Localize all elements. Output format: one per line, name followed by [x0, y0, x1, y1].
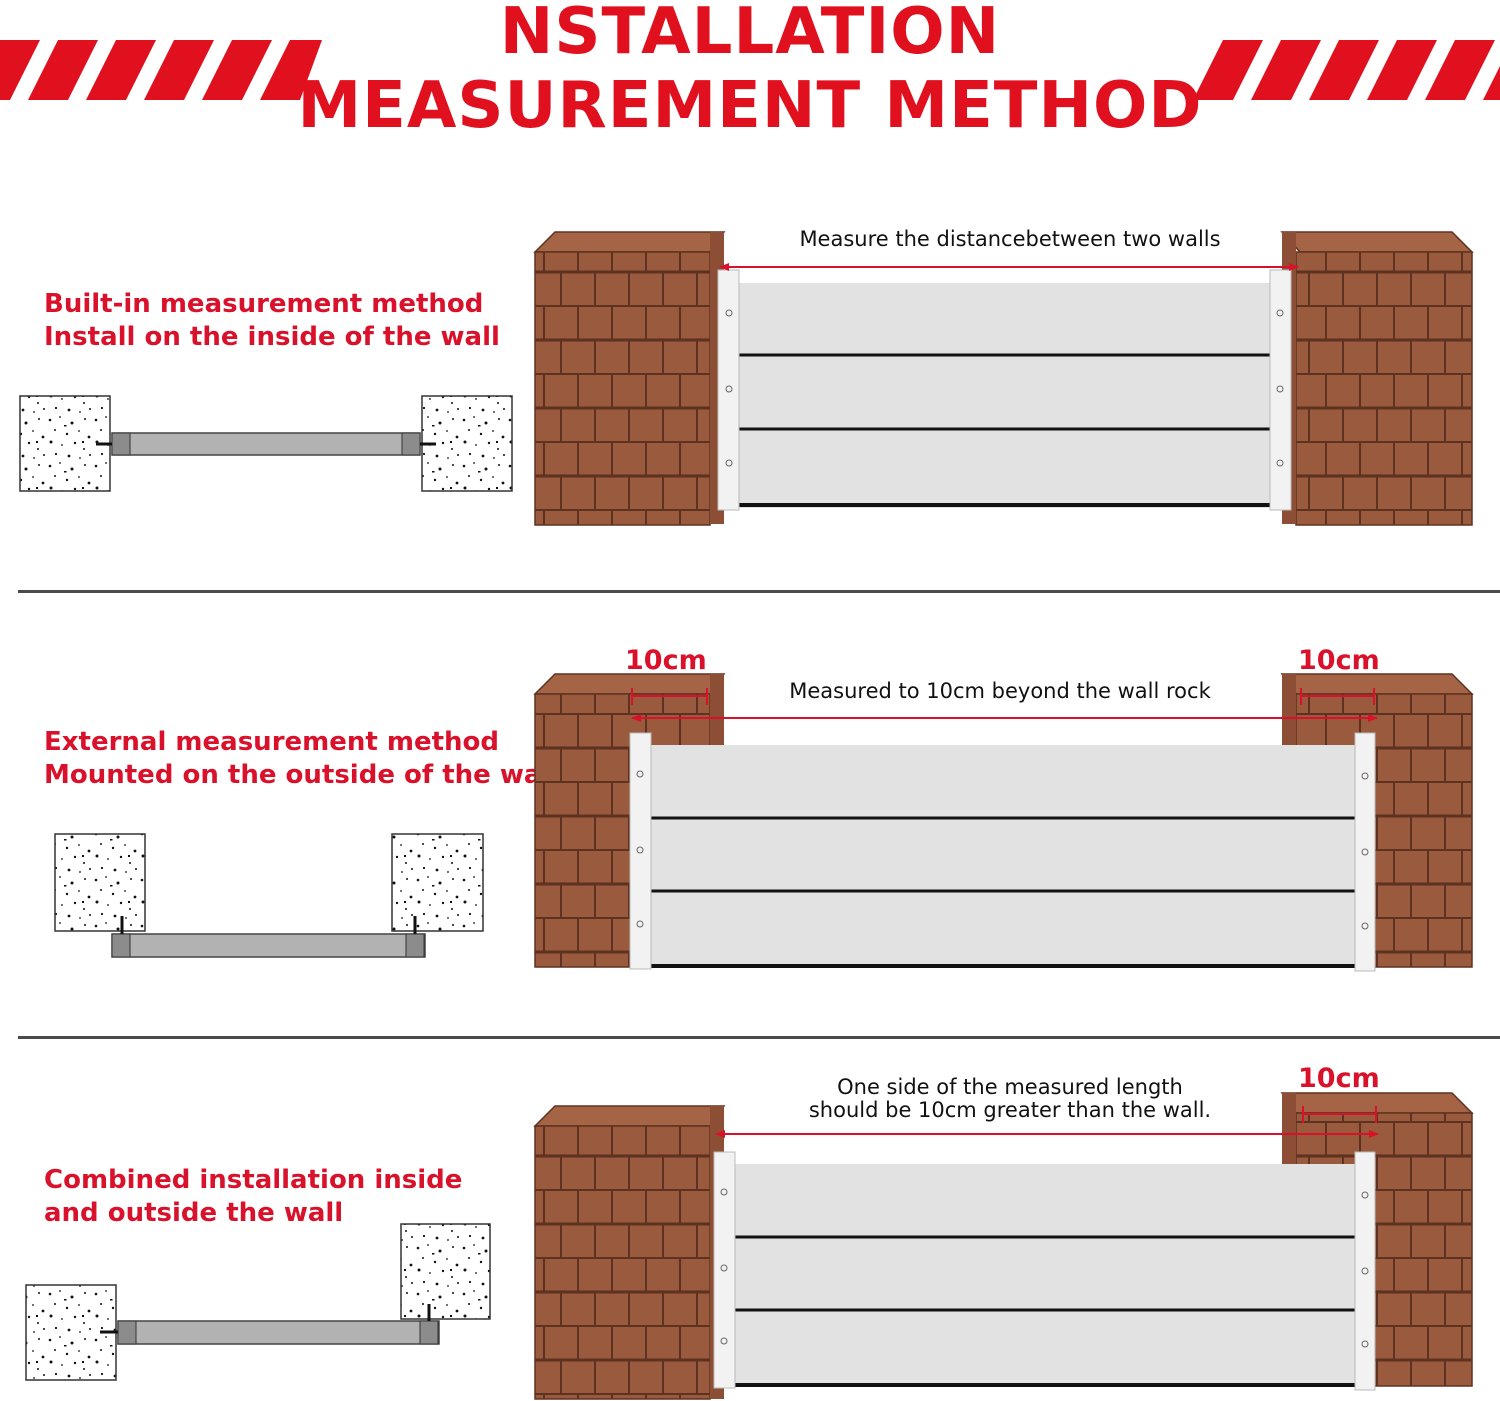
section1-post-right [1269, 269, 1292, 511]
section3-annotation-line2: should be 10cm greater than the wall. [808, 1098, 1212, 1122]
section1-brick-wall-left [534, 251, 711, 526]
section2-plan-barrier [111, 933, 426, 958]
section3-brick-wall-left [534, 1125, 711, 1400]
section3-method-label: Combined installation inside and outside… [44, 1164, 462, 1230]
section3-plan-barrier [117, 1320, 440, 1345]
section2-method-line1: External measurement method [44, 727, 499, 757]
section2-front-view [533, 673, 1474, 972]
section2-plan-wall-right [391, 833, 484, 932]
section2-barrier-panels [651, 745, 1355, 967]
section3-method-line1: Combined installation inside [44, 1165, 463, 1195]
section1-plan-view [19, 395, 513, 492]
section2-annotation: Measured to 10cm beyond the wall rock [789, 679, 1211, 703]
section3-plan-wall-right [400, 1223, 491, 1320]
section1-annotation: Measure the distancebetween two walls [799, 227, 1221, 251]
section1-method-line2: Install on the inside of the wall [44, 322, 500, 352]
section2-plan-view [54, 833, 484, 958]
section-divider-1 [18, 590, 1500, 593]
section3-right-offset-label: 10cm [1298, 1063, 1380, 1094]
section1-plan-barrier [111, 432, 421, 456]
section3-method-line2: and outside the wall [44, 1198, 344, 1228]
right-hazard-stripes [1193, 40, 1500, 100]
section1-method-label: Built-in measurement method Install on t… [44, 288, 500, 354]
section2-method-line2: Mounted on the outside of the wall [44, 760, 560, 790]
section1-post-left [717, 269, 740, 511]
section3-barrier-panels [735, 1164, 1355, 1386]
section-divider-2 [18, 1036, 1500, 1039]
section2-plan-wall-left [54, 833, 146, 932]
section3-annotation: One side of the measured length should b… [760, 1076, 1260, 1122]
section2-left-offset-label: 10cm [625, 645, 707, 676]
section1-method-line1: Built-in measurement method [44, 289, 484, 319]
section2-method-label: External measurement method Mounted on t… [44, 726, 559, 792]
left-hazard-stripes [0, 40, 322, 100]
section1-barrier-panels [739, 283, 1270, 508]
section3-annotation-line1: One side of the measured length [837, 1075, 1183, 1099]
section1-front-view [533, 231, 1474, 526]
section3-front-view [533, 1092, 1474, 1400]
section2-post-right [1354, 732, 1376, 972]
section2-right-offset-label: 10cm [1298, 645, 1380, 676]
section1-brick-wall-right [1295, 251, 1473, 526]
section2-post-left [629, 732, 652, 970]
section3-post-left [713, 1151, 736, 1389]
section3-post-right [1354, 1151, 1376, 1391]
page-title-line1: NSTALLATION [499, 0, 1001, 69]
page-title-line2: MEASUREMENT METHOD [297, 69, 1203, 143]
section3-plan-view [25, 1223, 491, 1381]
